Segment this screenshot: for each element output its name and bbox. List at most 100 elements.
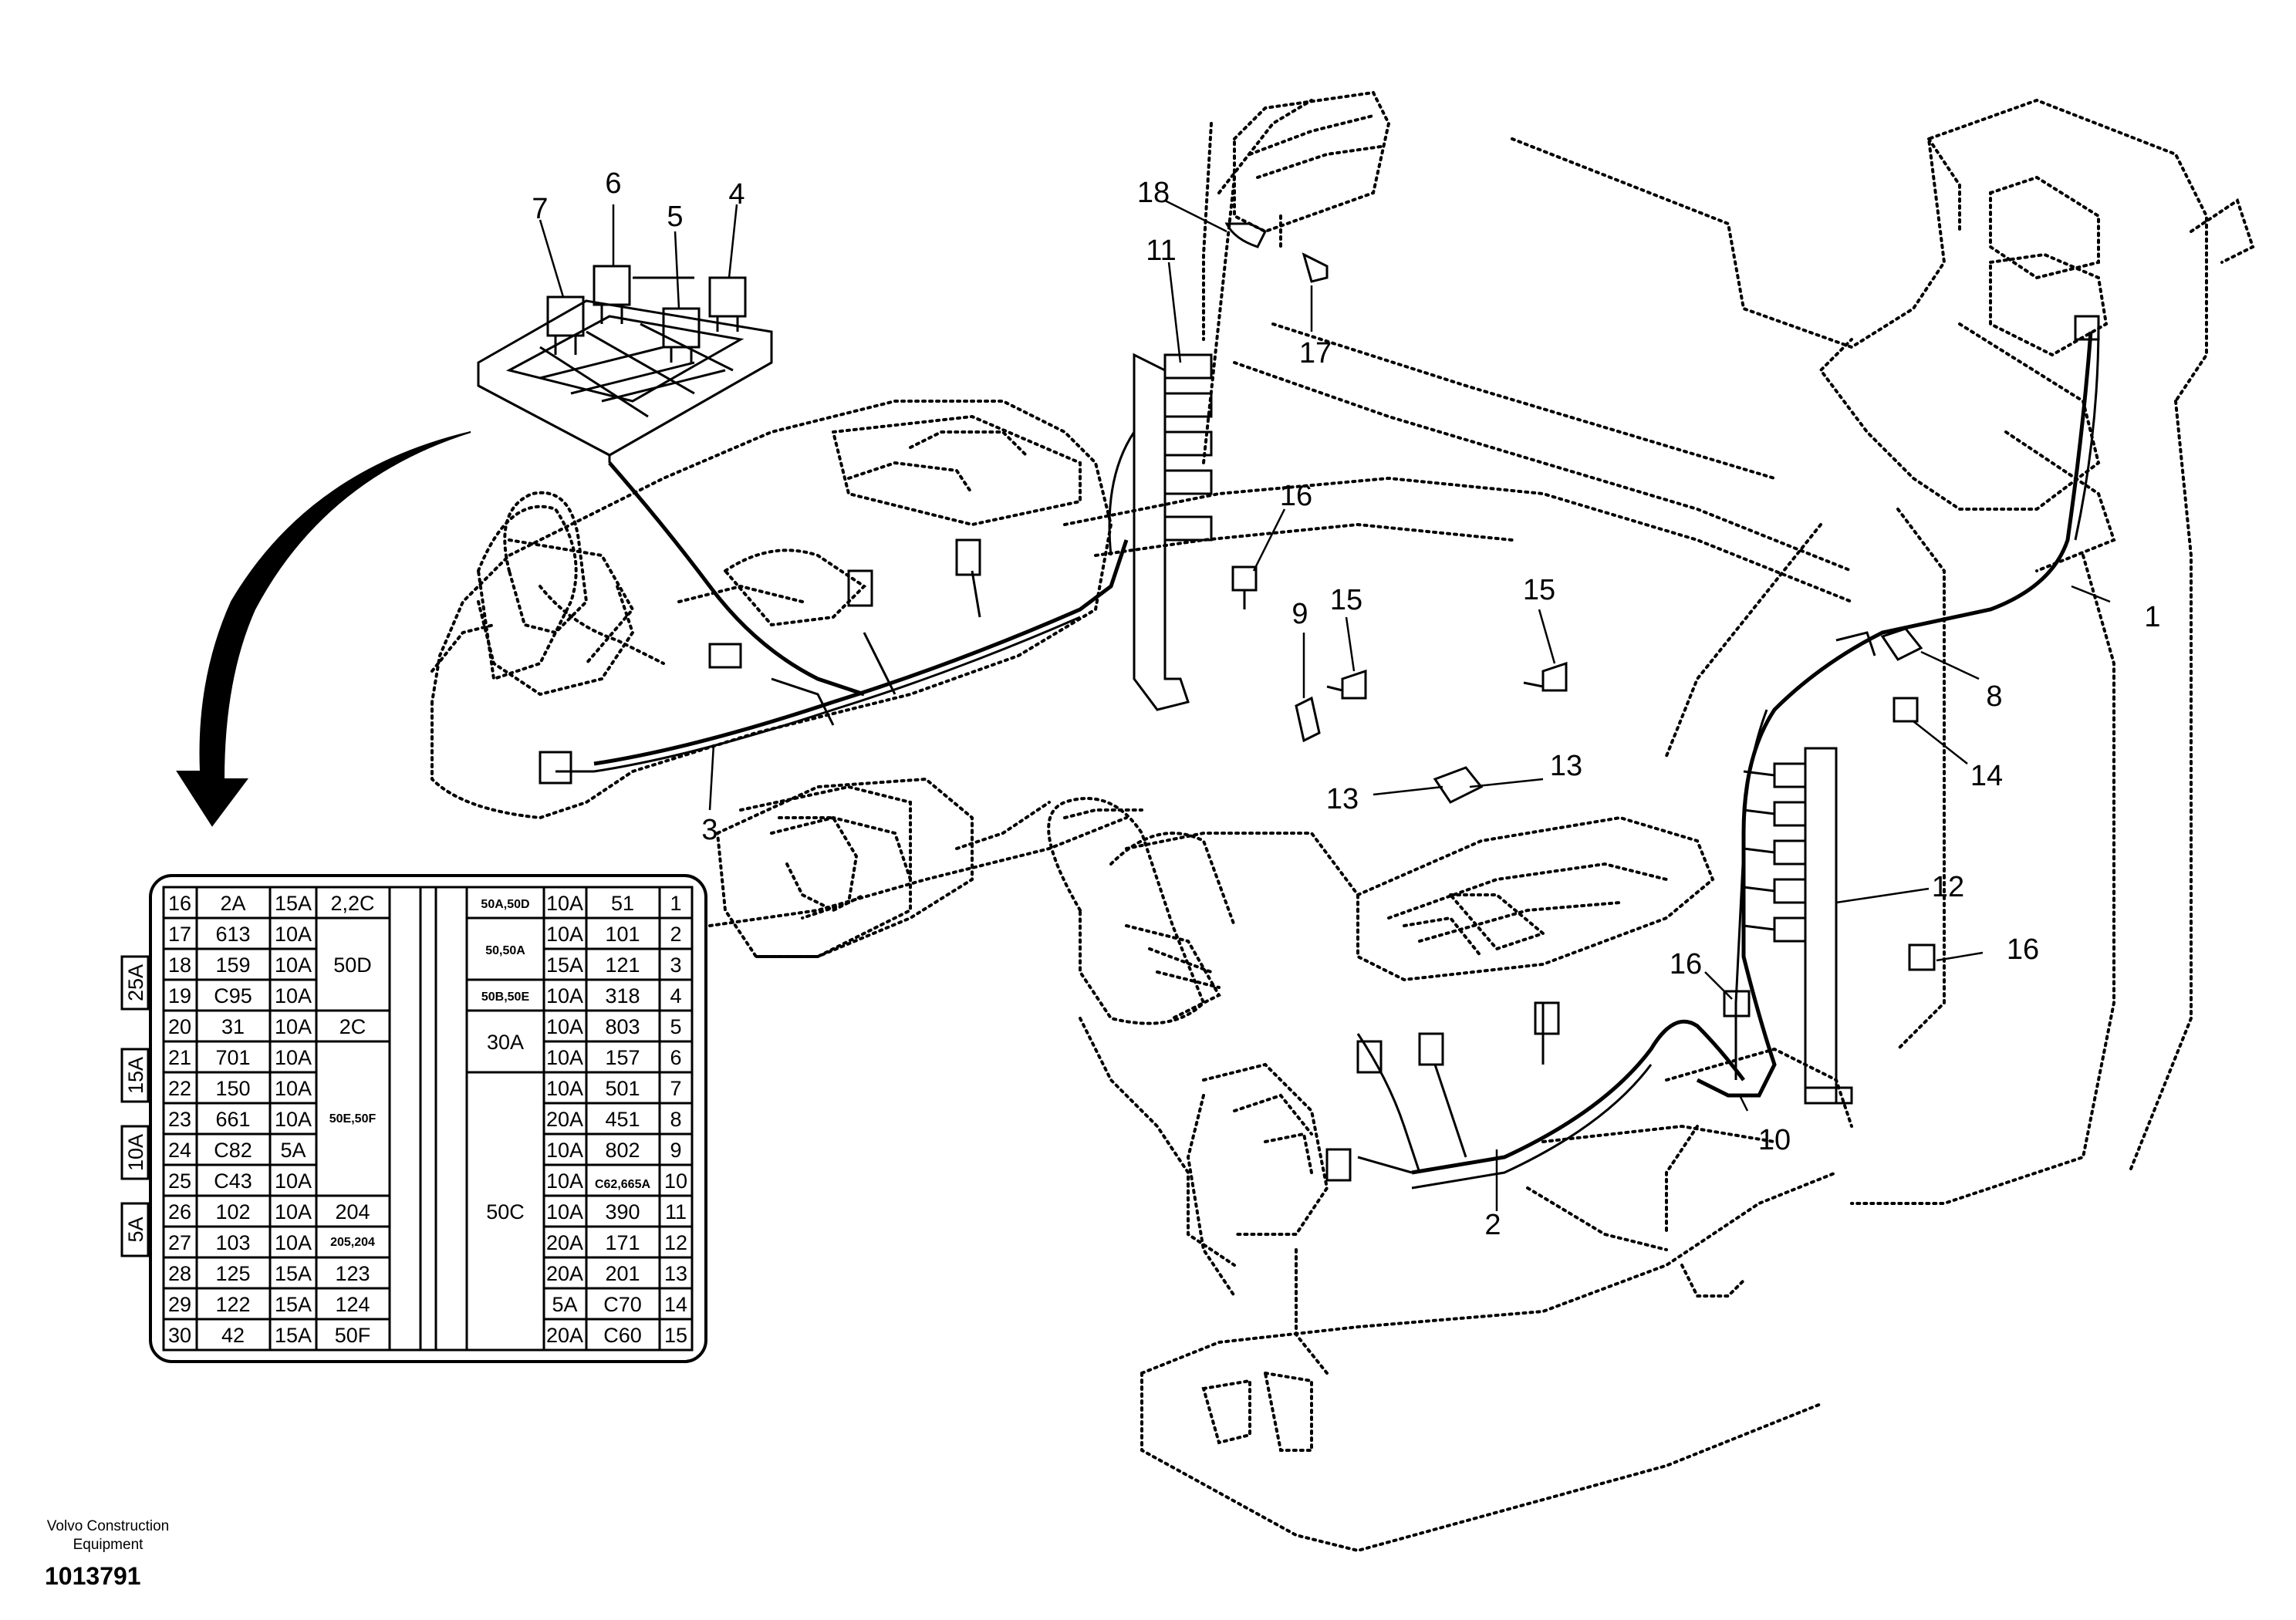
- fuse-circuit: 318: [605, 984, 640, 1007]
- fuse-number: 2: [670, 923, 681, 946]
- fuse-box: [477, 265, 773, 463]
- fuse-number: 11: [665, 1200, 687, 1223]
- fuse-circuit: 42: [221, 1324, 245, 1347]
- fuse-amperage: 10A: [546, 892, 583, 915]
- brand-line-1: Volvo Construction: [46, 1518, 170, 1534]
- fuse-circuit: 171: [605, 1231, 640, 1254]
- relay-bracket: [1108, 353, 1213, 711]
- fuse-circuit: 125: [215, 1262, 250, 1285]
- fuse-number: 15: [664, 1324, 687, 1347]
- fuse-number: 25: [168, 1169, 191, 1193]
- fuse-number: 23: [168, 1108, 191, 1131]
- fuse-amperage: 20A: [546, 1231, 583, 1254]
- fuse-amperage: 15A: [275, 892, 312, 915]
- callout-4: 4: [728, 178, 745, 211]
- fuse-number: 21: [168, 1046, 191, 1069]
- callout-14: 14: [1970, 760, 2003, 792]
- fuse-number: 10: [664, 1169, 687, 1193]
- fuse-amperage: 20A: [546, 1108, 583, 1131]
- fuse-circuit: 201: [605, 1262, 640, 1285]
- fuse-number: 13: [664, 1262, 687, 1285]
- fuse-number: 30: [168, 1324, 191, 1347]
- fuse-number: 6: [670, 1046, 681, 1069]
- machine-outline: [430, 90, 2255, 1553]
- fuse-amperage: 15A: [546, 953, 583, 977]
- fuse-circuit: C43: [214, 1169, 252, 1193]
- fuse-amperage: 5A: [552, 1293, 577, 1316]
- brand-name: Volvo Construction Equipment: [23, 1517, 193, 1554]
- callout-16-mid: 16: [1670, 948, 1702, 980]
- fuse-amperage: 10A: [546, 1139, 583, 1162]
- fuse-circuit: 501: [605, 1077, 640, 1100]
- fuse-circuit: 802: [605, 1139, 640, 1162]
- harness-left: [539, 461, 1129, 785]
- fuse-circuit: C60: [603, 1324, 642, 1347]
- fuse-amperage: 10A: [275, 1231, 312, 1254]
- callout-10: 10: [1758, 1124, 1791, 1156]
- fuse-circuit: 803: [605, 1015, 640, 1038]
- fuse-number: 12: [664, 1231, 687, 1254]
- fuse-amperage: 10A: [275, 1046, 312, 1069]
- brand-line-2: Equipment: [73, 1537, 144, 1553]
- fuse-number: 18: [168, 953, 191, 977]
- fuse-circuit: 661: [215, 1108, 250, 1131]
- fuse-amperage: 10A: [275, 953, 312, 977]
- fuse-circuit: 701: [215, 1046, 250, 1069]
- left-group-9: 50F: [335, 1324, 371, 1347]
- side-label-10a: 10A: [124, 1134, 147, 1171]
- fuse-amperage: 10A: [275, 1200, 312, 1223]
- fuse-amperage: 20A: [546, 1324, 583, 1347]
- fuse-amperage: 10A: [546, 984, 583, 1007]
- callout-16-right: 16: [2007, 933, 2039, 966]
- fuse-circuit: 150: [215, 1077, 250, 1100]
- fuse-number: 26: [168, 1200, 191, 1223]
- fuse-number: 14: [664, 1293, 687, 1316]
- callout-labels: 7 6 5 4 11 18 17 16 15 15 9 3 13 13 8 14…: [532, 167, 2160, 1241]
- fuse-circuit: 157: [605, 1046, 640, 1069]
- callout-3: 3: [701, 814, 718, 846]
- fuse-amperage: 15A: [275, 1324, 312, 1347]
- callout-13-right: 13: [1550, 750, 1582, 782]
- fuse-amperage: 20A: [546, 1262, 583, 1285]
- fuse-number: 16: [168, 892, 191, 915]
- left-group-2: 50D: [333, 953, 372, 977]
- right-group-4: 30A: [487, 1031, 524, 1054]
- fuse-circuit: C95: [214, 984, 252, 1007]
- fuse-number: 8: [670, 1108, 681, 1131]
- fuse-circuit: C62,665A: [595, 1178, 650, 1191]
- right-group-1: 50A,50D: [481, 898, 529, 911]
- callout-7: 7: [532, 193, 548, 225]
- fuse-number: 24: [168, 1139, 191, 1162]
- fuse-circuit: 121: [605, 953, 640, 977]
- fuse-amperage: 15A: [275, 1262, 312, 1285]
- fuse-circuit: 613: [215, 923, 250, 946]
- callout-1: 1: [2144, 601, 2160, 633]
- fuse-amperage: 10A: [275, 923, 312, 946]
- hardware: [1224, 222, 1936, 1018]
- harness-right: [1696, 315, 2100, 1105]
- fuse-legend: 25A 15A 10A 5A 2,2C 50D 2C 50E,50F 204 2…: [120, 874, 707, 1363]
- left-joystick: [430, 491, 635, 697]
- left-group-6: 205,204: [330, 1236, 375, 1249]
- right-group-2: 50,50A: [485, 944, 525, 957]
- left-group-1: 2,2C: [330, 892, 374, 915]
- fuse-amperage: 15A: [275, 1293, 312, 1316]
- fuse-number: 4: [670, 984, 681, 1007]
- fuse-circuit: C82: [214, 1139, 252, 1162]
- fuse-circuit: 159: [215, 953, 250, 977]
- fuse-amperage: 10A: [275, 1108, 312, 1131]
- left-group-5: 204: [335, 1200, 370, 1223]
- side-label-25a: 25A: [124, 964, 147, 1001]
- callout-9: 9: [1292, 598, 1308, 630]
- left-group-7: 123: [335, 1262, 370, 1285]
- fuse-amperage: 10A: [546, 1015, 583, 1038]
- fuse-amperage: 10A: [546, 1046, 583, 1069]
- callout-16-top: 16: [1280, 480, 1312, 512]
- fuse-amperage: 10A: [275, 984, 312, 1007]
- fuse-number: 29: [168, 1293, 191, 1316]
- fuse-amperage: 10A: [546, 1077, 583, 1100]
- left-group-3: 2C: [339, 1015, 366, 1038]
- fuse-number: 28: [168, 1262, 191, 1285]
- callout-18: 18: [1137, 177, 1170, 209]
- callout-15-right: 15: [1523, 574, 1555, 606]
